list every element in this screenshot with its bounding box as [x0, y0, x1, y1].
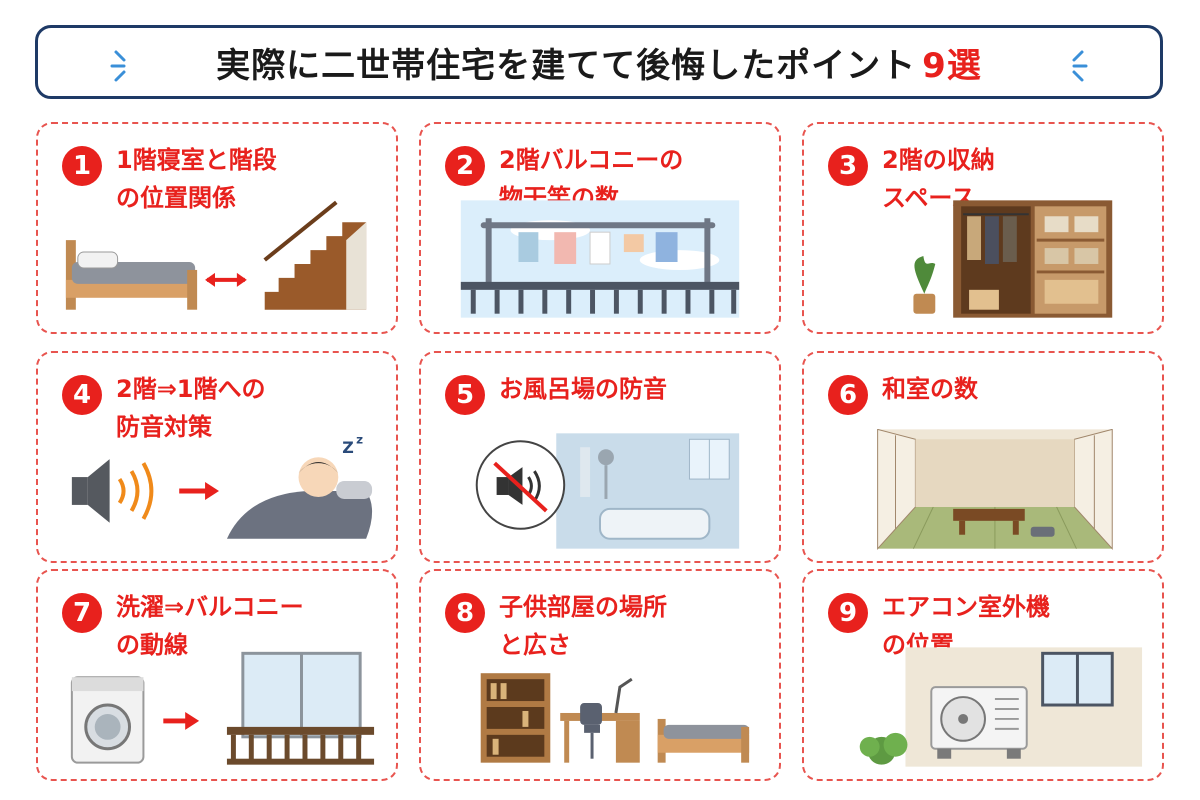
number-badge: 4	[62, 375, 102, 415]
ac-outdoor-unit-illustration	[814, 647, 1152, 769]
number-badge: 5	[445, 375, 485, 415]
sparkle-left-icon	[110, 50, 126, 82]
number-badge: 2	[445, 146, 485, 186]
laundry-pole-illustration	[431, 200, 769, 322]
point-card-8: 8 子供部屋の場所 と広さ	[419, 569, 781, 781]
point-card-3: 3 2階の収納 スペース	[802, 122, 1164, 334]
japanese-room-illustration	[814, 429, 1152, 551]
title-count: 9選	[922, 45, 982, 86]
kids-room-illustration	[431, 647, 769, 769]
point-label: お風呂場の防音	[499, 375, 667, 403]
closet-illustration	[814, 200, 1152, 322]
point-card-4: 4 2階⇒1階への 防音対策 Z z	[36, 351, 398, 563]
svg-text:z: z	[356, 432, 363, 446]
number-badge: 7	[62, 593, 102, 633]
point-card-5: 5 お風呂場の防音	[419, 351, 781, 563]
point-label: 洗濯⇒バルコニー の動線	[116, 593, 304, 659]
point-card-2: 2 2階バルコニーの 物干竿の数	[419, 122, 781, 334]
number-badge: 1	[62, 146, 102, 186]
point-label: エアコン室外機 の位置	[882, 593, 1050, 659]
point-card-9: 9 エアコン室外機 の位置	[802, 569, 1164, 781]
speaker-sleeper-illustration: Z z	[48, 429, 386, 551]
number-badge: 9	[828, 593, 868, 633]
number-badge: 6	[828, 375, 868, 415]
sparkle-right-icon	[1072, 50, 1088, 82]
point-card-6: 6 和室の数	[802, 351, 1164, 563]
svg-text:Z: Z	[342, 438, 354, 457]
point-label: 和室の数	[882, 375, 978, 403]
bed-stairs-illustration	[48, 200, 386, 322]
point-label: 1階寝室と階段 の位置関係	[116, 146, 277, 212]
point-card-1: 1 1階寝室と階段 の位置関係	[36, 122, 398, 334]
point-label: 子供部屋の場所 と広さ	[499, 593, 667, 659]
point-card-7: 7 洗濯⇒バルコニー の動線	[36, 569, 398, 781]
title-main: 実際に二世帯住宅を建てて後悔したポイント	[216, 45, 917, 86]
point-label: 2階⇒1階への 防音対策	[116, 375, 266, 441]
bathroom-mute-illustration	[431, 429, 769, 551]
washer-balcony-illustration	[48, 647, 386, 769]
number-badge: 3	[828, 146, 868, 186]
number-badge: 8	[445, 593, 485, 633]
